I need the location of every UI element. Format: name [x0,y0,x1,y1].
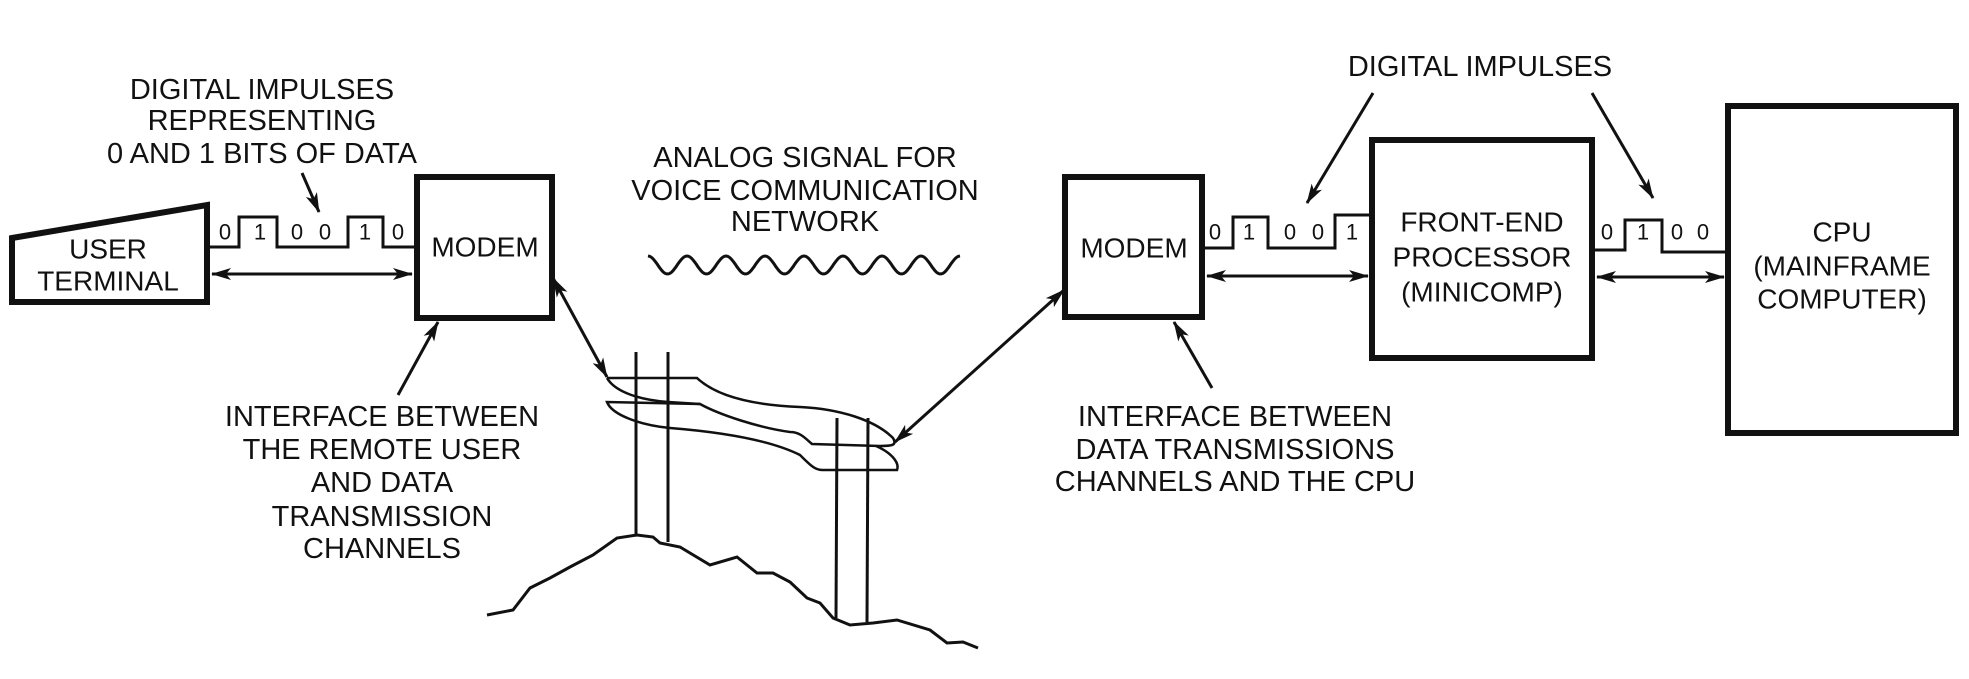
utility-pole [865,417,870,623]
bit-label: 1 [1346,220,1358,245]
bits-caption: DIGITAL IMPULSES REPRESENTING 0 AND 1 BI… [107,74,418,170]
telephone-line-illustration [486,352,979,650]
caption-line: REPRESENTING [148,105,377,137]
analog-sine-wave [647,254,961,276]
bit-label: 0 [319,220,331,245]
hill-outline [486,533,979,650]
digital-pulse-train [1592,218,1728,254]
user-terminal-block: USER TERMINAL [9,201,210,305]
modem-left-block: MODEM [414,174,555,321]
terminal-label: TERMINAL [37,266,179,297]
bit-labels: 0 1 0 0 1 0 [219,220,404,245]
interface-remote-caption: INTERFACE BETWEEN THE REMOTE USER AND DA… [225,401,539,565]
caption-pointer-arrow [1590,92,1655,199]
caption-line: ANALOG SIGNAL FOR [653,142,957,174]
bit-labels: 0 1 0 0 1 [1209,220,1358,245]
terminal-label: USER [69,234,147,265]
cpu-block: CPU (MAINFRAME COMPUTER) [1725,103,1959,436]
caption-line: AND DATA [311,467,454,499]
caption-line: VOICE COMMUNICATION [631,175,978,207]
fep-label: (MINICOMP) [1401,277,1563,308]
cpu-label: (MAINFRAME [1753,251,1930,282]
modem-line-arrow [551,277,609,378]
bit-label: 1 [254,220,266,245]
caption-line: DIGITAL IMPULSES [130,74,394,106]
bit-label: 1 [1637,220,1649,245]
modem-label: MODEM [431,232,538,263]
interface-cpu-caption: INTERFACE BETWEEN DATA TRANSMISSIONS CHA… [1055,401,1415,498]
utility-pole [834,417,839,619]
bit-label: 0 [1312,220,1324,245]
bit-label: 0 [1671,220,1683,245]
caption-line: CHANNELS [303,533,461,565]
fep-label: FRONT-END [1400,207,1563,238]
bit-label: 1 [1243,220,1255,245]
bit-label: 0 [1209,220,1221,245]
analog-caption: ANALOG SIGNAL FOR VOICE COMMUNICATION NE… [631,142,978,238]
phone-wire [605,377,701,406]
caption-line: DATA TRANSMISSIONS [1075,434,1394,466]
modem-label: MODEM [1080,233,1187,264]
caption-line: 0 AND 1 BITS OF DATA [107,138,418,170]
cpu-label: COMPUTER) [1757,284,1927,315]
interface-pointer-arrow [1172,321,1214,389]
cpu-label: CPU [1812,217,1871,248]
caption-line: THE REMOTE USER [243,434,522,466]
caption-line: INTERFACE BETWEEN [225,401,539,433]
bit-label: 0 [1697,220,1709,245]
interface-pointer-arrow [396,321,440,396]
modem-line-arrow [893,288,1066,444]
caption-line: CHANNELS AND THE CPU [1055,466,1415,498]
digital-pulse-train [1202,213,1372,250]
caption-pointer-arrow [300,172,321,213]
caption-line: TRANSMISSION [272,501,493,533]
caption-pointer-arrow [1305,92,1375,204]
bit-labels: 0 1 0 0 [1601,220,1709,245]
bit-label: 0 [219,220,231,245]
bit-label: 0 [1284,220,1296,245]
digital-pulse-train [207,215,417,249]
bit-label: 0 [392,220,404,245]
digital-impulses-caption: DIGITAL IMPULSES [1348,51,1612,83]
bit-label: 1 [359,220,371,245]
front-end-processor-block: FRONT-END PROCESSOR (MINICOMP) [1369,137,1595,361]
caption-line: NETWORK [731,206,880,238]
bit-label: 0 [1601,220,1613,245]
caption-line: INTERFACE BETWEEN [1078,401,1392,433]
bit-label: 0 [291,220,303,245]
phone-wire [605,376,899,472]
modem-right-block: MODEM [1062,174,1205,320]
fep-label: PROCESSOR [1393,242,1572,273]
